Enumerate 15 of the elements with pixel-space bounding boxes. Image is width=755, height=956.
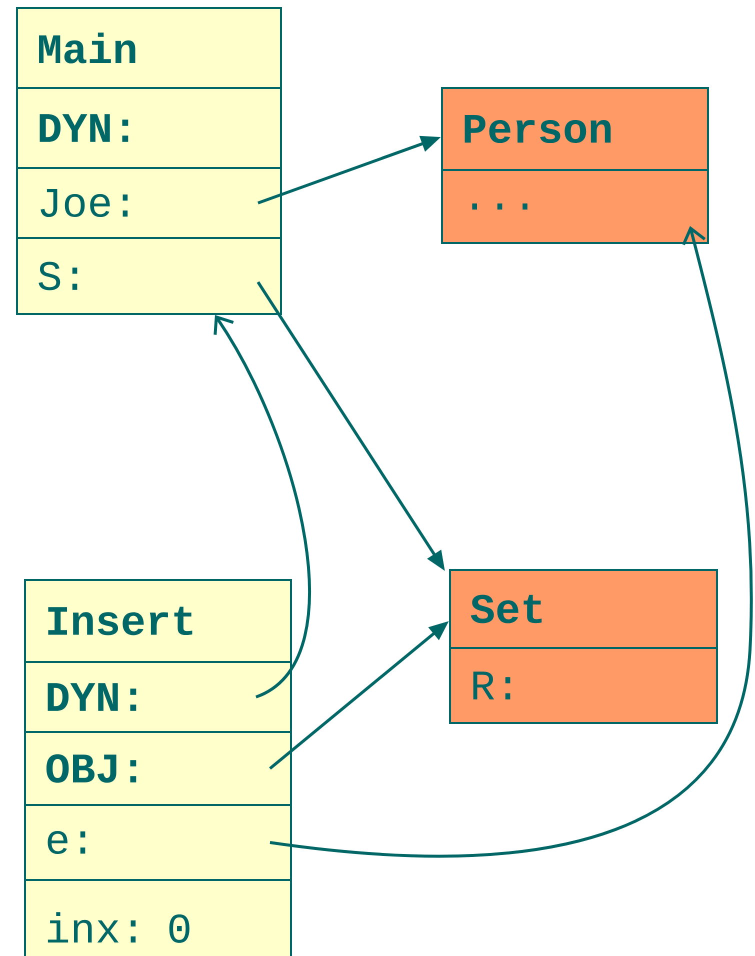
field-row: inx: 0 <box>24 879 292 956</box>
field-row: Joe: <box>16 167 282 239</box>
field-row: DYN: <box>16 87 282 169</box>
arrow <box>214 315 311 698</box>
field-row: DYN: <box>24 661 292 733</box>
field-row: OBJ: <box>24 731 292 806</box>
field-row: e: <box>24 804 292 881</box>
field-row: S: <box>16 237 282 315</box>
field-row: Person <box>441 87 709 171</box>
arrow <box>270 226 753 858</box>
field-row: Set <box>449 569 718 649</box>
field-row: ... <box>441 169 709 244</box>
field-row: Insert <box>24 579 292 663</box>
field-row: Main <box>16 7 282 89</box>
field-row: R: <box>449 647 718 724</box>
